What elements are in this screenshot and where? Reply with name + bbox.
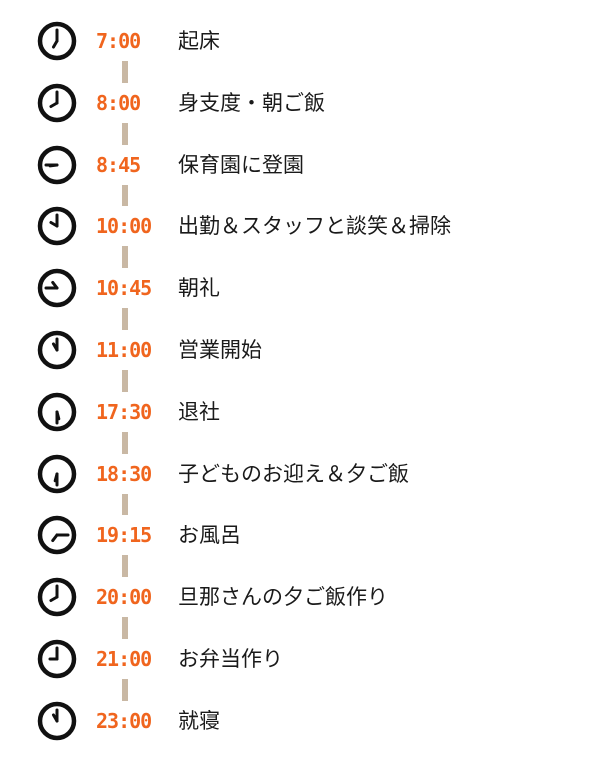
schedule-row: 8:45 保育園に登園	[0, 140, 600, 190]
schedule-activity-label: 子どものお迎え＆夕ご飯	[178, 461, 409, 486]
schedule-time: 19:15	[96, 523, 152, 548]
schedule-row: 23:00 就寝	[0, 696, 600, 746]
clock-icon	[36, 638, 78, 680]
clock-icon	[36, 391, 78, 433]
timeline-connector	[122, 431, 128, 454]
schedule-activity-label: 営業開始	[178, 338, 262, 362]
hour-hand	[48, 163, 59, 168]
schedule-row: 10:45 朝礼	[0, 263, 600, 313]
clock-icon	[36, 514, 78, 556]
schedule-time: 20:00	[96, 585, 152, 610]
clock-icon	[36, 267, 78, 309]
clock-icon	[36, 576, 78, 618]
schedule-activity-label: 起床	[178, 29, 220, 53]
timeline-connector	[122, 493, 128, 516]
schedule-row: 11:00 営業開始	[0, 325, 600, 375]
clock-icon	[36, 20, 78, 62]
schedule-activity-label: お風呂	[178, 523, 241, 548]
schedule-time: 17:30	[96, 399, 152, 424]
schedule-activity-label: 朝礼	[178, 276, 220, 301]
hour-hand	[51, 533, 59, 543]
schedule-activity-label: 旦那さんの夕ご飯作り	[178, 585, 388, 610]
schedule-row: 8:00 身支度・朝ご飯	[0, 78, 600, 128]
schedule-row: 20:00 旦那さんの夕ご飯作り	[0, 572, 600, 622]
timeline-connector	[122, 308, 128, 330]
hour-hand	[49, 221, 59, 228]
clock-icon	[36, 82, 78, 124]
hour-hand	[55, 410, 61, 421]
hour-hand	[51, 281, 59, 290]
schedule-time: 10:45	[96, 276, 152, 301]
schedule-time: 8:45	[96, 152, 141, 177]
hour-hand	[53, 472, 59, 482]
timeline-connector	[122, 679, 128, 701]
schedule-activity-label: 出勤＆スタッフと談笑＆掃除	[178, 214, 451, 239]
schedule-activity-label: お弁当作り	[178, 647, 283, 671]
schedule-time: 21:00	[96, 647, 152, 671]
schedule-row: 18:30 子どものお迎え＆夕ご飯	[0, 449, 600, 499]
clock-icon	[36, 453, 78, 495]
hour-hand	[49, 595, 59, 603]
schedule-time: 11:00	[96, 338, 152, 362]
schedule-row: 19:15 お風呂	[0, 510, 600, 560]
schedule-row: 7:00 起床	[0, 16, 600, 66]
schedule-time: 8:00	[96, 90, 141, 115]
timeline-connector	[122, 246, 128, 269]
clock-icon	[36, 700, 78, 742]
schedule-activity-label: 保育園に登園	[178, 152, 304, 177]
timeline-connector	[122, 617, 128, 639]
clock-icon	[36, 329, 78, 371]
clock-icon	[36, 205, 78, 247]
schedule-activity-label: 就寝	[178, 708, 220, 733]
hour-hand	[49, 101, 59, 108]
schedule-time: 18:30	[96, 461, 152, 486]
schedule-activity-label: 身支度・朝ご飯	[178, 90, 325, 115]
timeline-connector	[122, 122, 128, 145]
hour-hand	[52, 39, 59, 49]
schedule-time: 10:00	[96, 214, 152, 239]
schedule-row: 10:00 出勤＆スタッフと談笑＆掃除	[0, 201, 600, 251]
schedule-time: 7:00	[96, 29, 141, 53]
timeline-connector	[122, 184, 128, 207]
schedule-row: 21:00 お弁当作り	[0, 634, 600, 684]
hour-hand	[52, 342, 59, 352]
clock-icon	[36, 144, 78, 186]
schedule-row: 17:30 退社	[0, 387, 600, 437]
schedule-activity-label: 退社	[178, 399, 220, 424]
hour-hand	[52, 713, 59, 723]
timeline-connector	[122, 61, 128, 83]
timeline-connector	[122, 370, 128, 392]
timeline-connector	[122, 555, 128, 578]
schedule-time: 23:00	[96, 708, 152, 733]
